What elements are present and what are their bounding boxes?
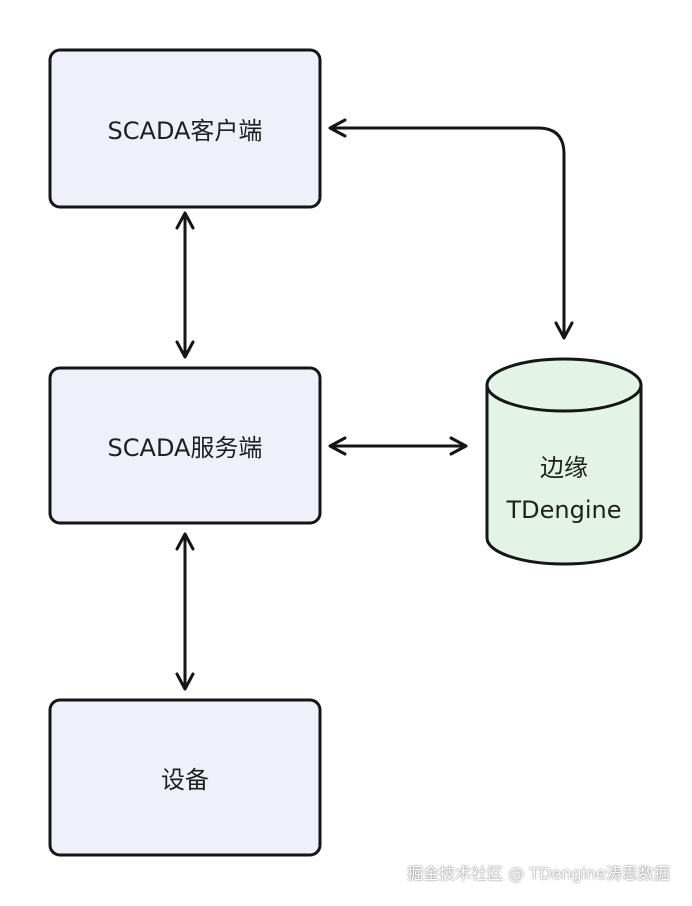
scada-client-box <box>48 48 322 209</box>
watermark-text: 掘金技术社区 @ TDengine涛思数据 <box>407 864 670 883</box>
scada-client-node: SCADA客户端 <box>48 48 322 209</box>
database-cylinder-body <box>485 385 643 566</box>
edge-tdengine-database: 边缘 TDengine <box>485 357 643 566</box>
scada-server-box <box>48 366 322 525</box>
scada-server-node: SCADA服务端 <box>48 366 322 525</box>
scada-client-label: SCADA客户端 <box>108 117 263 145</box>
device-node: 设备 <box>48 698 322 857</box>
database-cylinder-top <box>485 357 643 413</box>
scada-server-label: SCADA服务端 <box>108 434 263 462</box>
client-tdengine-arrow <box>328 118 574 340</box>
edge-tdengine-label-line2: TDengine <box>506 496 622 524</box>
device-box <box>48 698 322 857</box>
edge-tdengine-label-line1: 边缘 <box>540 454 588 482</box>
device-label: 设备 <box>161 766 209 794</box>
